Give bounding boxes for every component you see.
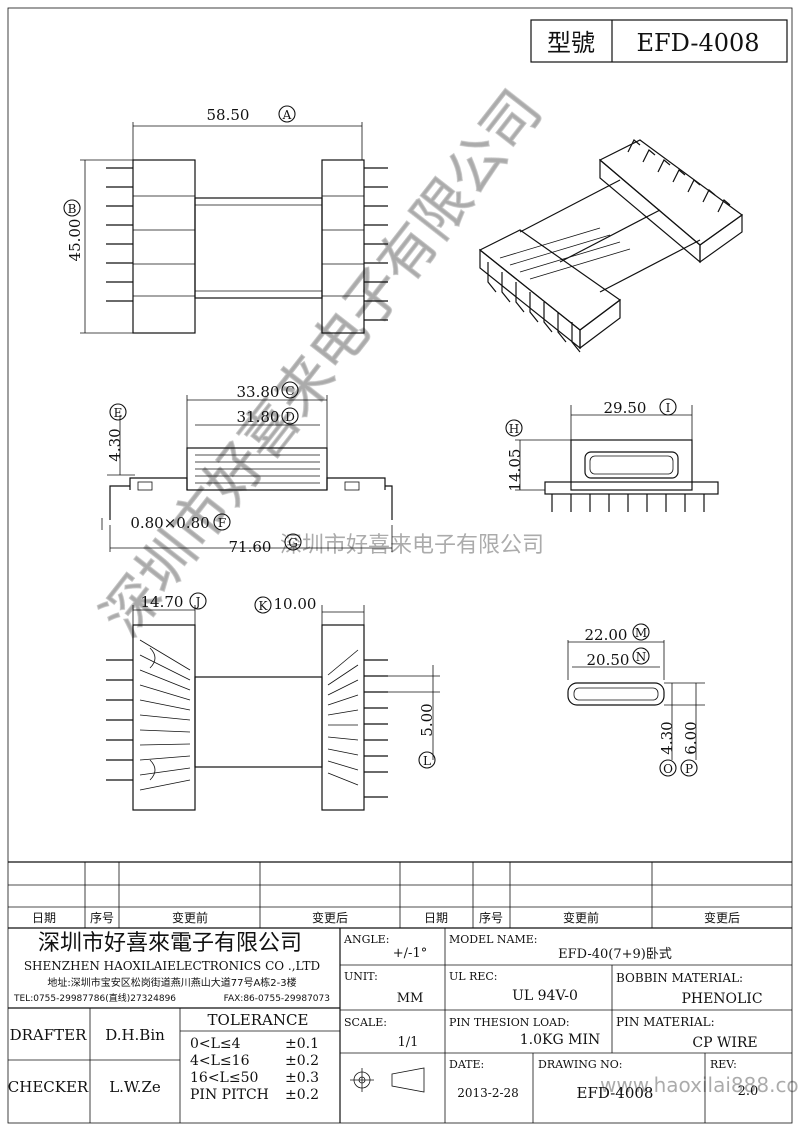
dim-H-value: 14.05	[506, 449, 524, 492]
dim-E-value: 4.30	[106, 428, 124, 461]
dim-M-letter: M	[635, 626, 647, 640]
model-name-label: MODEL NAME:	[449, 933, 538, 946]
model-name-value: EFD-40(7+9)卧式	[558, 947, 672, 962]
end-view: 29.50 I 14.05 H	[505, 398, 719, 512]
dim-D-letter: D	[285, 410, 295, 424]
watermark-url: www.haoxilai888.com	[600, 1073, 800, 1097]
ul-rec-value: UL 94V-0	[512, 988, 578, 1004]
company-tel: TEL:0755-29987786(直线)27324896	[13, 992, 176, 1004]
company-name-en: SHENZHEN HAOXILAIELECTRONICS CO .,LTD	[24, 959, 320, 973]
date-value: 2013-2-28	[457, 1086, 519, 1100]
company-name-cn: 深圳市好喜來電子有限公司	[38, 931, 302, 956]
side-view: 33.80 C 31.80 D 4.30 E 0.80×0.80 F	[101, 381, 393, 556]
tol-value-2: ±0.2	[285, 1053, 319, 1069]
angle-value: +/-1°	[393, 946, 427, 961]
dim-E-letter: E	[114, 406, 123, 420]
drawing-no-label: DRAWING NO:	[538, 1058, 623, 1071]
dim-A-letter: A	[282, 108, 292, 122]
angle-label: ANGLE:	[343, 933, 389, 946]
dim-F-letter: F	[218, 516, 226, 530]
title-block: 深圳市好喜來電子有限公司 SHENZHEN HAOXILAIELECTRONIC…	[8, 928, 792, 1123]
scale-value: 1/1	[398, 1035, 419, 1050]
tol-value-1: ±0.1	[285, 1036, 319, 1052]
rev-header-before-1: 变更前	[172, 910, 208, 925]
scale-label: SCALE:	[344, 1016, 387, 1029]
pin-load-label: PIN THESION LOAD:	[449, 1016, 570, 1029]
tol-value-4: ±0.2	[285, 1087, 319, 1103]
drafter-name: D.H.Bin	[105, 1026, 165, 1044]
rev-header-seq-2: 序号	[479, 910, 503, 925]
bobbin-material-label: BOBBIN MATERIAL:	[616, 971, 743, 985]
top-view: 58.50 A 45.00 B	[63, 105, 388, 334]
tol-range-4: PIN PITCH	[190, 1087, 269, 1103]
dim-J-letter: J	[194, 595, 201, 609]
rev-header-before-2: 变更前	[563, 910, 599, 925]
sheet-border	[7, 7, 793, 1124]
model-title: EFD-4008	[636, 29, 759, 57]
dim-K-value: 10.00	[274, 595, 317, 613]
dim-L-letter: L	[423, 754, 431, 768]
rev-header-after-2: 变更后	[704, 910, 740, 925]
rev-header-seq-1: 序号	[90, 910, 114, 925]
rev-header-after-1: 变更后	[312, 910, 348, 925]
tolerance-title: TOLERANCE	[208, 1011, 309, 1029]
dim-C-letter: C	[285, 384, 294, 398]
watermark-horizontal: 深圳市好喜来电子有限公司	[280, 533, 544, 558]
tol-range-2: 4<L≤16	[190, 1053, 250, 1069]
unit-value: MM	[397, 991, 424, 1006]
bottom-view: 14.70 J K 10.00	[106, 592, 440, 811]
dim-K-letter: K	[259, 599, 269, 613]
checker-name: L.W.Ze	[109, 1078, 161, 1096]
dim-F-value: 0.80×0.80	[130, 514, 209, 532]
title-box: 型號 EFD-4008	[530, 19, 788, 63]
dim-N-letter: N	[636, 650, 647, 664]
dim-P-value: 6.00	[682, 721, 700, 754]
dim-C-value: 33.80	[237, 383, 280, 401]
unit-label: UNIT:	[344, 970, 378, 983]
dim-A-value: 58.50	[207, 106, 250, 124]
dim-I-letter: I	[666, 401, 671, 415]
dim-O-letter: O	[663, 762, 673, 776]
rev-label: REV:	[710, 1058, 737, 1071]
ul-rec-label: UL REC:	[449, 970, 498, 983]
date-label: DATE:	[449, 1058, 484, 1071]
tol-value-3: ±0.3	[285, 1070, 319, 1086]
rev-header-date-2: 日期	[424, 911, 448, 925]
company-fax: FAX:86-0755-29987073	[224, 994, 330, 1004]
isometric-view	[478, 139, 744, 353]
dim-G-letter: G	[288, 536, 298, 550]
drafter-label: DRAFTER	[10, 1026, 88, 1044]
dim-P-letter: P	[685, 762, 693, 776]
dim-M-value: 22.00	[585, 626, 628, 644]
section-view: 22.00 M 20.50 N 4.30 6.00 O P	[567, 623, 705, 777]
pin-load-value: 1.0KG MIN	[520, 1032, 600, 1048]
projection-symbol-icon	[350, 1067, 425, 1093]
dim-N-value: 20.50	[587, 651, 630, 669]
dim-L-value: 5.00	[418, 703, 436, 736]
dim-J-value: 14.70	[141, 593, 184, 611]
checker-label: CHECKER	[8, 1078, 89, 1096]
pin-material-value: CP WIRE	[692, 1035, 757, 1051]
dim-G-value: 71.60	[229, 538, 272, 556]
bobbin-material-value: PHENOLIC	[681, 991, 762, 1007]
revision-table: 日期 序号 变更前 变更后 日期 序号 变更前 变更后	[8, 861, 792, 929]
drawing-no-value: EFD-4008	[577, 1084, 654, 1102]
type-label: 型號	[547, 29, 595, 57]
rev-header-date-1: 日期	[32, 911, 56, 925]
dim-H-letter: H	[509, 422, 519, 436]
company-address: 地址:深圳市宝安区松岗街道燕川燕山大道77号A栋2-3楼	[47, 976, 296, 989]
dim-B-value: 45.00	[66, 219, 84, 262]
rev-value: 2.0	[738, 1084, 759, 1099]
pin-material-label: PIN MATERIAL:	[616, 1015, 715, 1029]
tol-range-3: 16<L≤50	[190, 1070, 258, 1086]
dim-B-letter: B	[68, 202, 77, 216]
dim-I-value: 29.50	[604, 399, 647, 417]
dim-D-value: 31.80	[237, 408, 280, 426]
tol-range-1: 0<L≤4	[190, 1036, 241, 1052]
dim-O-value: 4.30	[658, 721, 676, 754]
